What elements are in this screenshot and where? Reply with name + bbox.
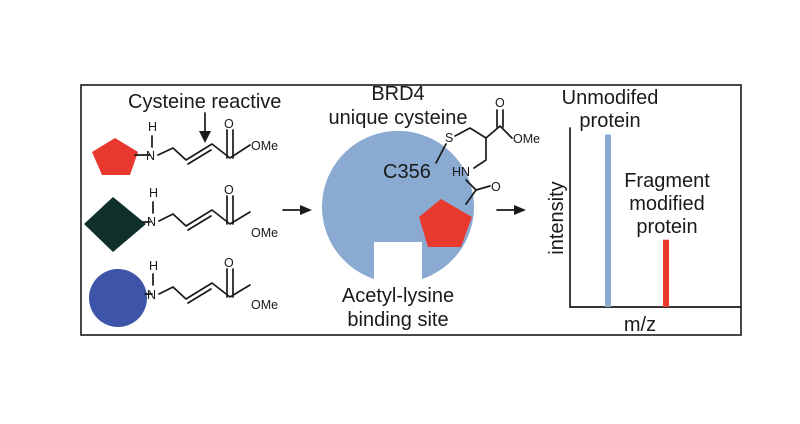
ester-label: OMe [251,298,278,312]
bound-red-pentagon [419,199,472,247]
dark-diamond-fragment [84,197,146,252]
compound-row-1: H N O OMe [92,117,278,175]
covalent-adduct: S O OMe HN O [435,96,540,205]
bond [465,189,477,205]
unmodified-label-line2: protein [579,110,640,132]
bond [435,143,447,164]
y-axis-label: intensity [546,181,568,254]
atom-h: H [148,120,157,134]
residue-label: C356 [383,161,431,183]
acetyl-lysine-label: Acetyl-lysine [342,285,454,307]
cysteine-reactive-label: Cysteine reactive [128,91,281,113]
double-bond-3 [187,288,212,304]
binding-site-label: binding site [347,309,448,331]
bond [473,137,487,169]
double-bond-2 [187,215,212,231]
ester-label: OMe [513,132,540,146]
chain-3 [158,282,251,300]
bond [454,127,487,139]
atom-o: O [224,256,234,270]
atom-o: O [495,96,505,110]
red-pentagon-fragment [92,138,138,175]
arrow-2-head [514,205,526,215]
compound-row-2: H N O OMe [84,183,278,252]
unique-cysteine-label: unique cysteine [329,107,468,129]
brd4-title: BRD4 [371,83,424,105]
x-axis-label: m/z [624,314,656,336]
atom-o: O [491,180,501,194]
atom-n: N [147,288,156,302]
atom-n: N [146,149,155,163]
atom-hn: HN [452,165,470,179]
modified-label-line3: protein [636,216,697,238]
ester-label: OMe [251,226,278,240]
atom-o: O [224,117,234,131]
chain-2 [158,209,251,227]
double-bond-1 [187,149,212,165]
blue-circle-fragment [89,269,147,327]
arrow-1-head [300,205,312,215]
atom-h: H [149,259,158,273]
atom-n: N [147,215,156,229]
atom-o: O [224,183,234,197]
unmodified-label-line1: Unmodifed [562,87,659,109]
ester-label: OMe [251,139,278,153]
atom-s: S [445,131,453,145]
peak-modified [663,239,669,307]
modified-label-line2: modified [629,193,705,215]
reactive-arrow-head [199,131,211,143]
modified-label-line1: Fragment [624,170,710,192]
bond [485,125,513,139]
compound-row-3: H N O OMe [89,256,278,327]
frame-border [80,84,742,336]
chain-1 [157,143,251,161]
peak-unmodified [605,134,611,307]
atom-h: H [149,186,158,200]
